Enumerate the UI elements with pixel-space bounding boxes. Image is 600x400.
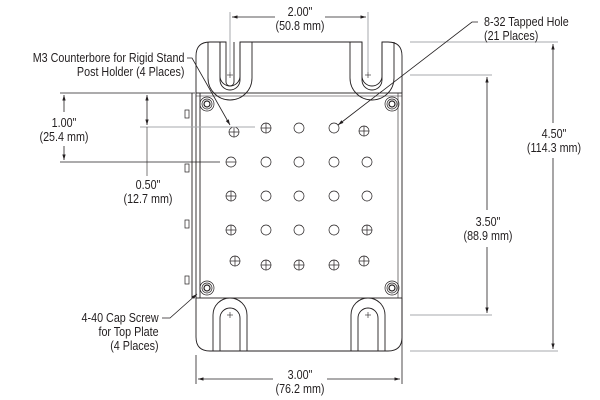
tapped-hole-icon xyxy=(260,190,272,202)
counterbore-hole-icon xyxy=(358,125,370,137)
left-spacing-1-metric: (25.4 mm) xyxy=(39,130,89,144)
cap-screw-callout-line3: (4 Places) xyxy=(110,339,159,353)
side-tabs xyxy=(184,109,190,285)
hole-grid xyxy=(225,122,373,271)
tapped-hole-crosshair-icon xyxy=(225,190,237,202)
cap-screws xyxy=(199,96,400,296)
tapped-hole-crosshair-icon xyxy=(328,259,340,271)
tapped-hole-icon xyxy=(293,122,305,134)
tapped-hole-crosshair-icon xyxy=(260,122,272,134)
bottom-width-imperial: 3.00" xyxy=(287,368,313,382)
tapped-hole-callout-line2: (21 Places) xyxy=(484,29,539,43)
tapped-hole-icon xyxy=(293,156,305,168)
slot-center-marks xyxy=(227,72,371,318)
cap-screw-callout-line1: 4-40 Cap Screw xyxy=(81,311,159,325)
counterbore-callout-line1: M3 Counterbore for Rigid Stand xyxy=(32,51,184,65)
bottom-bracket xyxy=(195,297,403,352)
left-spacing-2-metric: (12.7 mm) xyxy=(123,192,173,206)
tapped-hole-icon xyxy=(328,122,340,134)
counterbore-callout: M3 Counterbore for Rigid Stand Post Hold… xyxy=(32,51,184,79)
top-width-metric: (50.8 mm) xyxy=(275,19,325,33)
right-height-inner-imperial: 3.50" xyxy=(475,215,501,229)
dimension-lines xyxy=(60,15,555,384)
tapped-hole-icon xyxy=(260,156,272,168)
cap-screw-icon xyxy=(199,280,215,296)
tapped-hole-icon xyxy=(361,190,373,202)
right-height-inner-label: 3.50" (88.9 mm) xyxy=(455,215,520,243)
extension-lines xyxy=(140,12,558,352)
tapped-hole-crosshair-icon xyxy=(260,259,272,271)
bottom-width-metric: (76.2 mm) xyxy=(275,382,325,396)
tapped-hole-icon xyxy=(328,190,340,202)
tapped-hole-icon xyxy=(260,224,272,236)
tapped-hole-callout: 8-32 Tapped Hole (21 Places) xyxy=(484,15,569,43)
top-width-imperial: 2.00" xyxy=(287,5,313,19)
left-spacing-2-label: 0.50" (12.7 mm) xyxy=(117,178,179,206)
counterbore-hole-icon xyxy=(229,255,241,267)
left-spacing-1-imperial: 1.00" xyxy=(51,116,77,130)
right-height-outer-metric: (114.3 mm) xyxy=(526,141,582,155)
counterbore-hole-icon xyxy=(228,126,240,138)
bottom-width-label: 3.00" (76.2 mm) xyxy=(272,368,327,396)
right-height-outer-imperial: 4.50" xyxy=(541,127,567,141)
counterbore-hole-icon xyxy=(358,255,370,267)
cap-screw-icon xyxy=(199,96,215,112)
counterbore-callout-line2: Post Holder (4 Places) xyxy=(76,65,184,79)
left-spacing-1-label: 1.00" (25.4 mm) xyxy=(33,116,95,144)
tapped-hole-icon xyxy=(328,224,340,236)
tapped-hole-crosshair-icon xyxy=(361,224,373,236)
tapped-hole-crosshair-icon xyxy=(293,259,305,271)
right-height-inner-metric: (88.9 mm) xyxy=(463,229,513,243)
tapped-hole-icon xyxy=(361,156,373,168)
cap-screw-icon xyxy=(384,96,400,112)
cap-screw-icon xyxy=(384,280,400,296)
tapped-hole-icon xyxy=(293,190,305,202)
left-spacing-2-imperial: 0.50" xyxy=(135,178,161,192)
cap-screw-callout: 4-40 Cap Screw for Top Plate (4 Places) xyxy=(82,311,159,353)
tapped-hole-callout-line1: 8-32 Tapped Hole xyxy=(484,15,569,29)
tapped-hole-icon xyxy=(328,156,340,168)
right-height-outer-label: 4.50" (114.3 mm) xyxy=(518,127,590,155)
cap-screw-callout-line2: for Top Plate xyxy=(98,325,159,339)
tapped-hole-crosshair-icon xyxy=(225,156,237,168)
tapped-hole-icon xyxy=(293,224,305,236)
tapped-hole-crosshair-icon xyxy=(225,224,237,236)
top-bracket xyxy=(195,41,403,101)
top-width-label: 2.00" (50.8 mm) xyxy=(272,5,327,33)
